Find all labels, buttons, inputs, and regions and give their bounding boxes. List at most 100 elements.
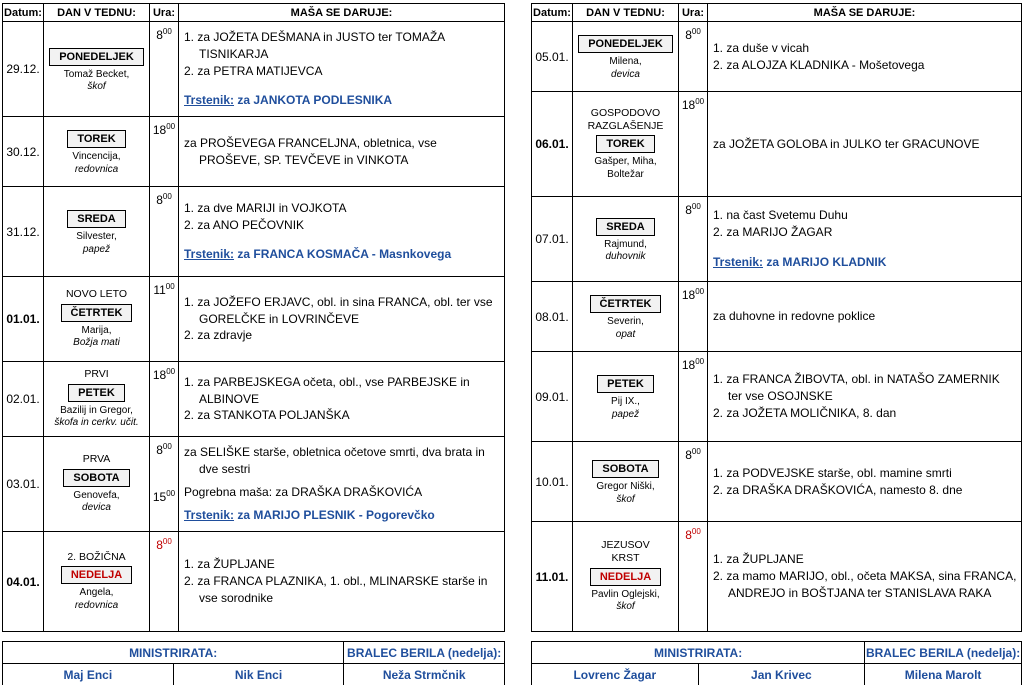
day-name-box: NEDELJA xyxy=(589,567,662,586)
intention-line: 1. za dve MARIJI in VOJKOTA xyxy=(184,200,347,215)
date-cell: 09.01. xyxy=(531,351,573,442)
saint-label: devica xyxy=(611,68,640,80)
date-cell: 02.01. xyxy=(2,361,44,437)
bralec-name: Milena Marolt xyxy=(864,663,1022,685)
saint-label: škofa in cerkv. učit. xyxy=(54,417,139,429)
intention-line: 2. za STANKOTA POLJANŠKA xyxy=(184,408,350,423)
saint-label: Bazilij in Gregor, xyxy=(60,404,133,416)
date-cell: 30.12. xyxy=(2,116,44,187)
intention-line: 1. za JOŽEFO ERJAVC, obl. in sina FRANCA… xyxy=(184,294,493,326)
time-cell: 800 xyxy=(149,186,179,277)
saint-label: Silvester, xyxy=(76,231,117,242)
intention-line: 2. za FRANCA PLAZNIKA, 1. obl., MLINARSK… xyxy=(184,574,488,605)
intention-line: 2. za zdravje xyxy=(184,328,253,343)
intention-cell: 1. za JOŽEFO ERJAVC, obl. in sina FRANCA… xyxy=(178,276,505,362)
time-cell: 800 xyxy=(149,21,179,117)
intention-cell: 1. za PODVEJSKE starše, obl. mamine smrt… xyxy=(707,441,1022,522)
date-cell: 29.12. xyxy=(2,21,44,117)
mass-time: 800 xyxy=(156,192,172,207)
date-cell: 05.01. xyxy=(531,21,573,92)
day-name-box: SREDA xyxy=(67,210,126,228)
trstenik-line: Trstenik: za JANKOTA PODLESNIKA xyxy=(184,93,393,108)
day-name-box: TOREK xyxy=(67,130,126,148)
bralec-label: BRALEC BERILA (nedelja): xyxy=(864,641,1022,664)
trstenik-label: Trstenik: xyxy=(184,247,235,262)
mass-schedule-table: Datum:DAN V TEDNU:Ura:MAŠA SE DARUJE:29.… xyxy=(2,3,505,632)
saint-label: redovnica xyxy=(74,163,119,175)
intention-line: 1. za PARBEJSKEGA očeta, obl., vse PARBE… xyxy=(184,374,470,406)
day-name-box: ČETRTEK xyxy=(60,303,133,322)
time-cell: 1800 xyxy=(149,361,179,437)
bralec-label: BRALEC BERILA (nedelja): xyxy=(343,641,505,664)
saint-label: Pij IX., xyxy=(611,396,640,407)
intention-line: 1. za ŽUPLJANE xyxy=(184,557,275,572)
saint-label: Severin, xyxy=(607,316,644,327)
intention-line: 1. za duše v vicah xyxy=(713,40,810,55)
time-cell: 1800 xyxy=(149,116,179,187)
intention-line: 1. na čast Svetemu Duhu xyxy=(713,208,848,223)
intention-line: 1. za FRANCA ŽIBOVTA, obl. in NATAŠO ZAM… xyxy=(713,372,1000,404)
intention-line: 2. za DRAŠKA DRAŠKOVIĆA, namesto 8. dne xyxy=(713,482,963,497)
minister-name: Maj Enci xyxy=(2,663,174,685)
mass-time: 1500 xyxy=(152,489,176,505)
saint-label: Boltežar xyxy=(607,168,644,180)
intention-line: 2. za JOŽETA MOLIČNIKA, 8. dan xyxy=(713,405,897,420)
mass-time: 1800 xyxy=(681,97,705,112)
intention-line: za duhovne in redovne poklice xyxy=(713,309,876,324)
day-name-box: PONEDELJEK xyxy=(49,47,144,66)
day-name-box: ČETRTEK xyxy=(589,295,662,313)
saint-label: Vincencija, xyxy=(72,151,121,162)
spacer xyxy=(184,233,500,246)
date-cell: 04.01. xyxy=(2,531,44,632)
saint-label: Genovefa, xyxy=(73,489,120,501)
saint-label: papež xyxy=(611,408,640,420)
spacer xyxy=(713,241,1017,254)
intention-line: 1. za JOŽETA DEŠMANA in JUSTO ter TOMAŽA… xyxy=(184,29,445,61)
saint-label: Gregor Niški, xyxy=(596,481,655,492)
date-cell: 03.01. xyxy=(2,436,44,532)
mass-time: 1800 xyxy=(152,122,176,137)
time-cell: 800 xyxy=(678,521,708,632)
intention-line: 2. za PETRA MATIJEVCA xyxy=(184,63,323,78)
feast-label: NOVO LETO xyxy=(65,288,128,301)
trstenik-label: Trstenik: xyxy=(184,507,235,522)
time-cell: 1100 xyxy=(149,276,179,362)
time-cell: 1800 xyxy=(678,351,708,442)
trstenik-label: Trstenik: xyxy=(713,254,764,269)
saint-label: Milena, xyxy=(609,56,642,67)
feast-label: KRST xyxy=(611,552,640,564)
saint-label: Angela, xyxy=(79,587,114,599)
header-row: Datum:DAN V TEDNU:Ura:MAŠA SE DARUJE: xyxy=(2,3,505,22)
mass-time: 800 xyxy=(156,27,172,42)
time-cell: 1800 xyxy=(678,91,708,197)
col-header-day: DAN V TEDNU: xyxy=(43,3,150,22)
col-header-datum: Datum: xyxy=(2,3,44,22)
mass-time: 800 xyxy=(156,442,172,457)
saint-label: Gašper, Miha, xyxy=(594,156,657,168)
date-cell: 10.01. xyxy=(531,441,573,522)
intention-cell: 1. za FRANCA ŽIBOVTA, obl. in NATAŠO ZAM… xyxy=(707,351,1022,442)
feast-label: PRVI xyxy=(84,368,109,381)
day-name-box: SOBOTA xyxy=(63,468,130,487)
col-header-datum: Datum: xyxy=(531,3,573,22)
mass-time: 800 xyxy=(685,527,701,542)
time-cell: 800 1500 xyxy=(149,436,179,532)
trstenik-label: Trstenik: xyxy=(184,93,235,108)
intention-cell: 1. za ŽUPLJANE 2. za FRANCA PLAZNIKA, 1. … xyxy=(178,531,505,632)
trstenik-line: Trstenik: za FRANCA KOSMAČA - Masnkovega xyxy=(184,247,452,262)
